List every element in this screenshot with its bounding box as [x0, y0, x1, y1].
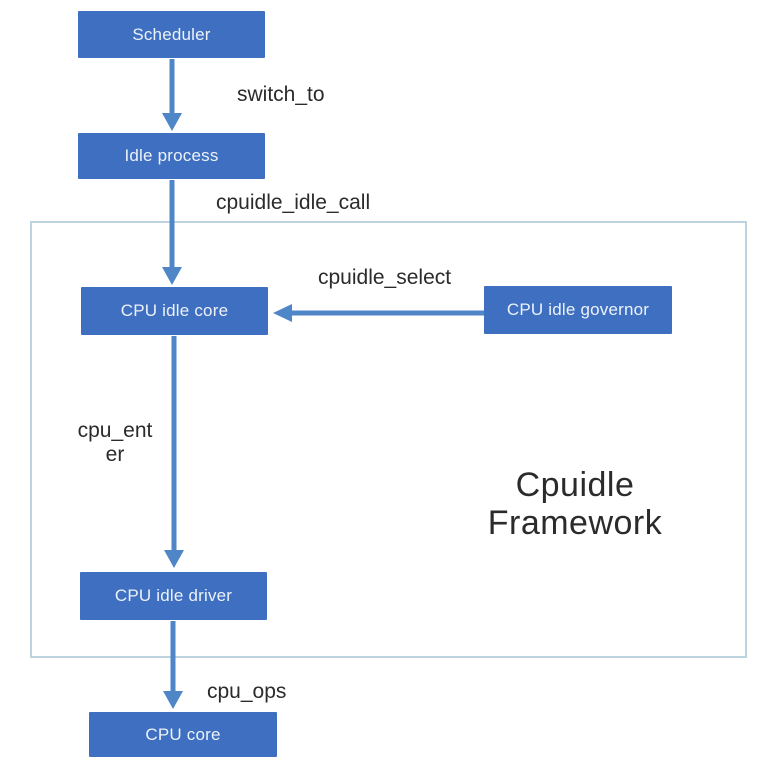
node-cpu-idle-core: CPU idle core	[81, 287, 268, 335]
edge-label-cpu-enter: cpu_ent er	[77, 419, 153, 466]
node-cpu-idle-driver: CPU idle driver	[80, 572, 267, 620]
edge-label-cpuidle-idle-call: cpuidle_idle_call	[216, 191, 371, 214]
cpuidle-framework-boundary	[30, 221, 747, 658]
node-idle-process: Idle process	[78, 133, 265, 179]
node-scheduler: Scheduler	[78, 11, 265, 58]
edge-label-cpu-ops: cpu_ops	[207, 680, 287, 703]
arrow-driver-to-cpu-core-icon	[163, 621, 183, 709]
arrow-governor-to-cpu-idle-core-icon	[273, 304, 484, 322]
node-cpu-core: CPU core	[89, 712, 277, 757]
edge-label-cpuidle-select: cpuidle_select	[318, 266, 452, 289]
arrow-idle-process-to-cpu-idle-core-icon	[162, 180, 182, 285]
arrow-cpu-idle-core-to-driver-icon	[164, 336, 184, 568]
node-cpu-idle-governor: CPU idle governor	[484, 286, 672, 334]
arrow-scheduler-to-idle-process-icon	[162, 59, 182, 131]
framework-title: Cpuidle Framework	[487, 466, 663, 543]
edge-label-switch-to: switch_to	[237, 83, 325, 106]
